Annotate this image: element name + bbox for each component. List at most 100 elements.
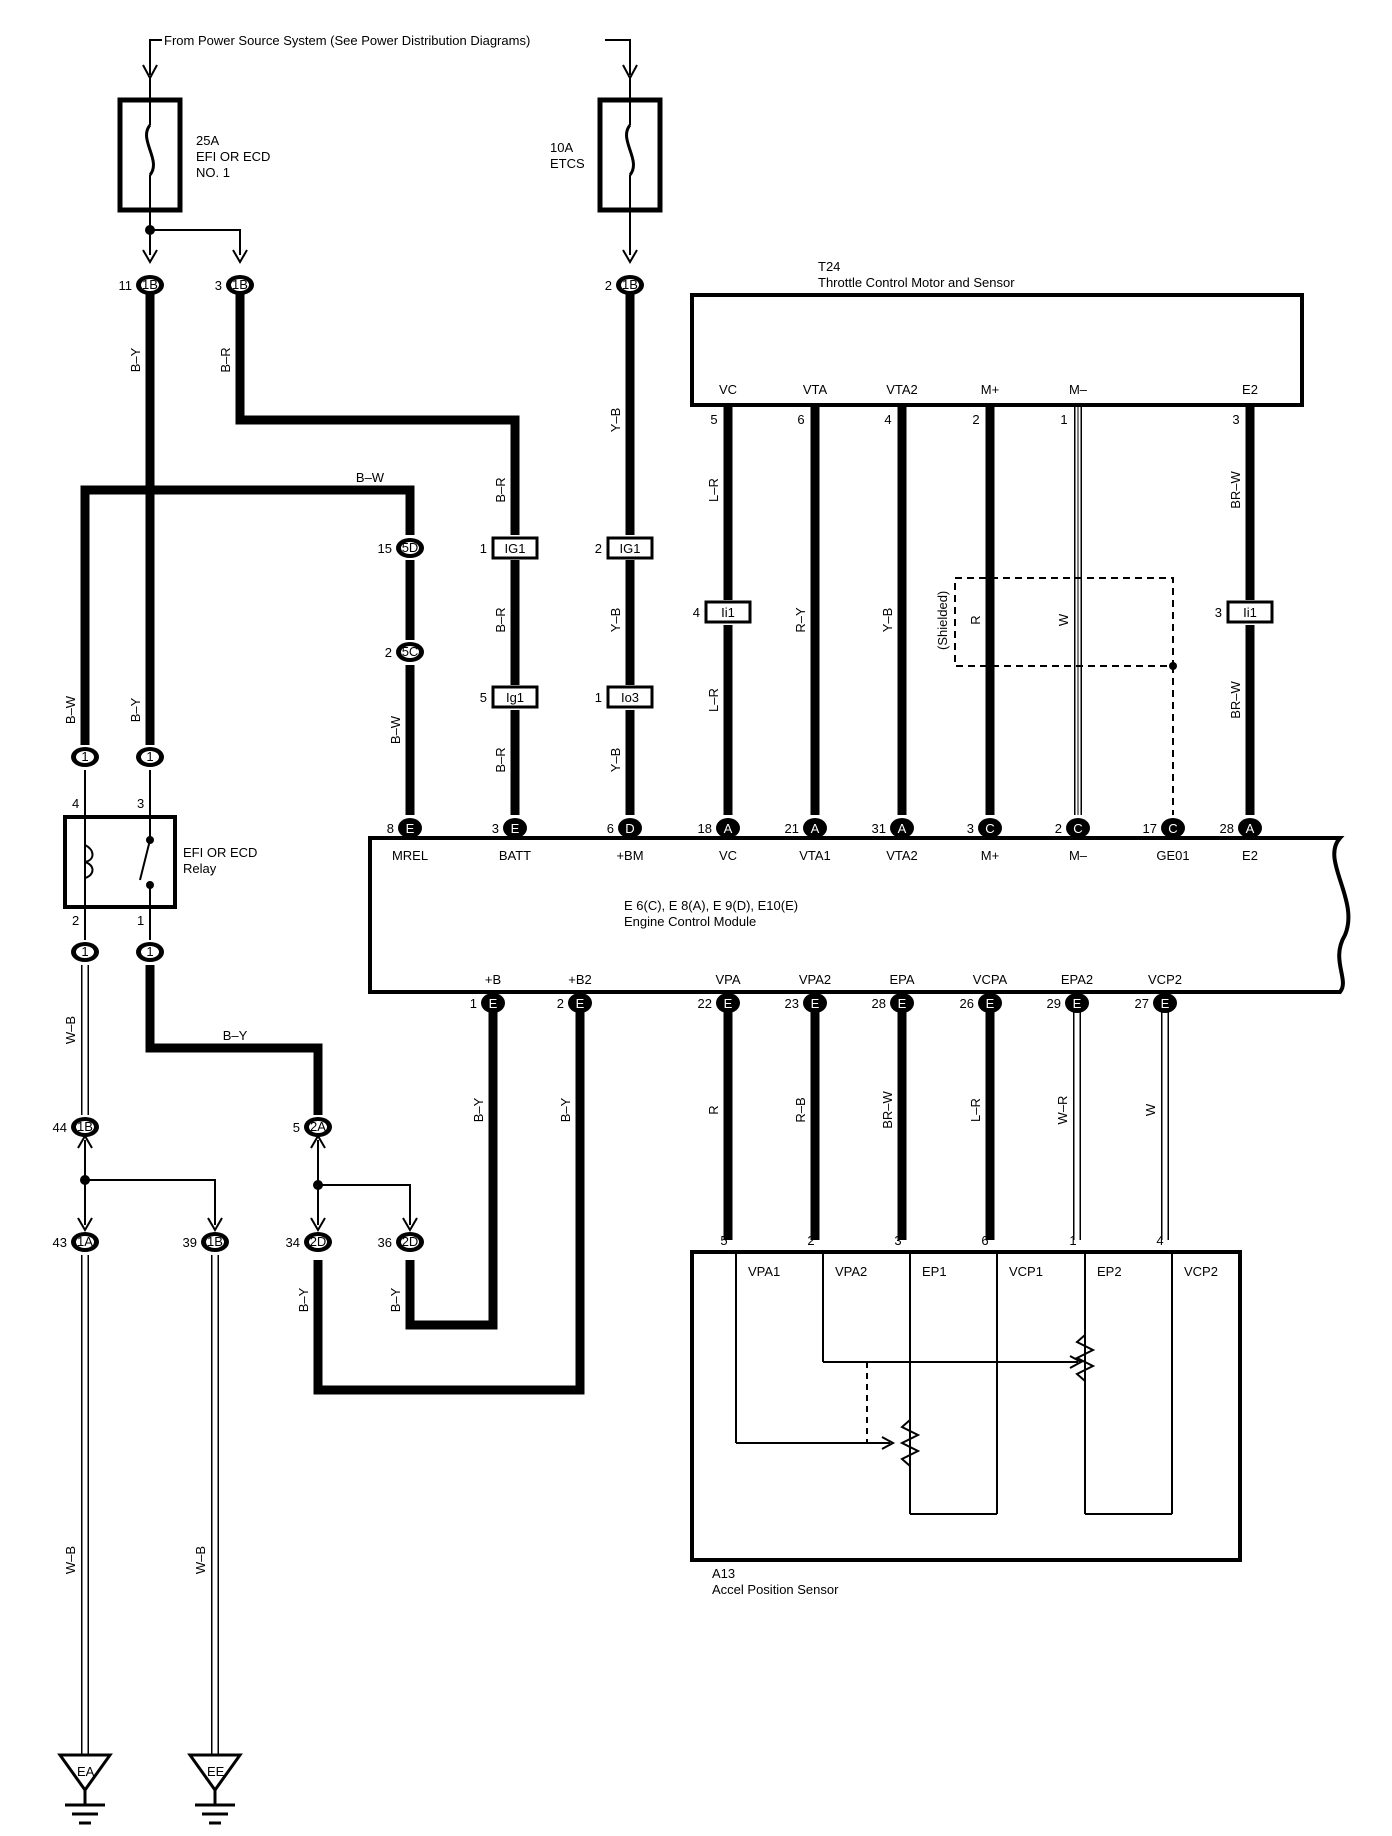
fuse-efi-name: EFI OR ECD [196, 149, 270, 164]
wire-color-label: BR–W [880, 1090, 895, 1128]
connector-inner [76, 1236, 94, 1248]
connector-pin: 3 [215, 278, 222, 293]
connector-inner [76, 946, 94, 958]
ecm-bottom-pin [1153, 993, 1177, 1013]
connector-inner [401, 1236, 419, 1248]
ecm-top-conn: A [811, 821, 820, 836]
connector-id: 1A [77, 1234, 93, 1249]
connector-id: 2A [310, 1119, 326, 1134]
ground-ee-label: EE [207, 1764, 225, 1779]
wire-color-label: B–Y [388, 1287, 403, 1312]
relay-name: EFI OR ECD [183, 845, 257, 860]
ecm-top-conn: A [1246, 821, 1255, 836]
ecm-top-pin-number: 6 [607, 821, 614, 836]
throttle-name: Throttle Control Motor and Sensor [818, 275, 1015, 290]
throttle-terminal-name: M– [1069, 382, 1088, 397]
ecm-bottom-conn: E [724, 996, 733, 1011]
ecm-top-conn: C [1168, 821, 1177, 836]
connector-inner [141, 946, 159, 958]
wire-color-label: R–B [793, 1097, 808, 1122]
ecm-bottom-name: VPA2 [799, 972, 831, 987]
connector-id: Ii1 [1243, 605, 1257, 620]
accel-terminal-name: EP1 [922, 1264, 947, 1279]
ecm-bottom-name: +B2 [568, 972, 592, 987]
accel-terminal-pin: 3 [894, 1233, 901, 1248]
connector-inner [206, 1236, 224, 1248]
ecm-bottom-conn: E [576, 996, 585, 1011]
shield-box [954, 577, 1174, 815]
relay-pin1: 1 [137, 913, 144, 928]
connector-id: 1 [146, 944, 153, 959]
ecm-top-pin [716, 818, 740, 838]
ecm-top-pin-number: 28 [1220, 821, 1234, 836]
ecm-bottom-pin-number: 23 [785, 996, 799, 1011]
ecm-top-name: M– [1069, 848, 1088, 863]
ecm-bottom-terminals: +BE1+B2E2VPAE22VPA2E23EPAE28VCPAE26EPA2E… [470, 972, 1182, 1013]
ecm-top-name: BATT [499, 848, 531, 863]
connector-inner [309, 1121, 327, 1133]
ecm-bottom-pin-number: 29 [1047, 996, 1061, 1011]
connector-Ig1 [491, 685, 539, 709]
wire-color-label: Y–B [608, 608, 623, 633]
connector-pin: 44 [53, 1120, 67, 1135]
throttle-terminal-pin: 4 [884, 412, 891, 427]
connector-inner [401, 542, 419, 554]
connector-id: 2D [310, 1234, 327, 1249]
ecm-bottom-conn: E [1161, 996, 1170, 1011]
ecm-bottom-pin-number: 2 [557, 996, 564, 1011]
throttle-code: T24 [818, 259, 840, 274]
ecm-bottom-pin [716, 993, 740, 1013]
wire-color-label: B–Y [471, 1097, 486, 1122]
connector-id: 1B [232, 277, 248, 292]
throttle-terminal-name: VTA [803, 382, 828, 397]
ecm-bottom-conn: E [489, 996, 498, 1011]
connector-id: 1 [81, 749, 88, 764]
ecm-bottom-pin [568, 993, 592, 1013]
fuse-efi-branch [142, 225, 638, 264]
wire-color-label: Y–B [608, 408, 623, 433]
fuse-efi-rating: 25A [196, 133, 219, 148]
ecm-top-pin-number: 21 [785, 821, 799, 836]
ecm-top-pin-number: 31 [872, 821, 886, 836]
ecm-top-name: E2 [1242, 848, 1258, 863]
wire-color-label: W [1056, 613, 1071, 626]
connector-Ii1 [704, 600, 752, 624]
ground-ea-label: EA [77, 1764, 95, 1779]
splice-2a [310, 1134, 418, 1232]
connector-id: Io3 [621, 690, 639, 705]
relay-pin2: 2 [72, 913, 79, 928]
connector-id: Ii1 [721, 605, 735, 620]
wire-color-label: B–R [218, 347, 233, 372]
wire-double [81, 405, 1169, 1755]
ecm-top-conn: C [1073, 821, 1082, 836]
wire-color-label: BR–W [1228, 680, 1243, 718]
connector-pin: 2 [595, 541, 602, 556]
ecm-top-name: GE01 [1156, 848, 1189, 863]
connector-id: 1B [142, 277, 158, 292]
wire-bundle [80, 285, 1255, 1395]
ecm-top-pin [618, 818, 642, 838]
connector-id: 1B [207, 1234, 223, 1249]
splice-ground [77, 1134, 223, 1232]
throttle-terminal-pin: 3 [1232, 412, 1239, 427]
ecm-name: Engine Control Module [624, 914, 756, 929]
connector-pin: 2 [605, 278, 612, 293]
accel-terminal-name: VPA2 [835, 1264, 867, 1279]
ecm-top-pin-number: 18 [698, 821, 712, 836]
throttle-terminal-name: VTA2 [886, 382, 918, 397]
connector-inner [76, 751, 94, 763]
ecm-bottom-pin-number: 1 [470, 996, 477, 1011]
ecm-bottom-name: VCPA [973, 972, 1008, 987]
connector-IG1 [491, 536, 539, 560]
accel-terminal-pin: 1 [1069, 1233, 1076, 1248]
connector-id: 5C [402, 644, 419, 659]
connector-pin: 11 [119, 278, 133, 293]
connector-id: 1B [77, 1119, 93, 1134]
wire-color-label: W–B [63, 1016, 78, 1044]
connector-id: 1B [622, 277, 638, 292]
ecm-top-conn: C [985, 821, 994, 836]
throttle-sensor-box [690, 293, 1304, 407]
ecm-bottom-pin [890, 993, 914, 1013]
ecm-bottom-pin [978, 993, 1002, 1013]
